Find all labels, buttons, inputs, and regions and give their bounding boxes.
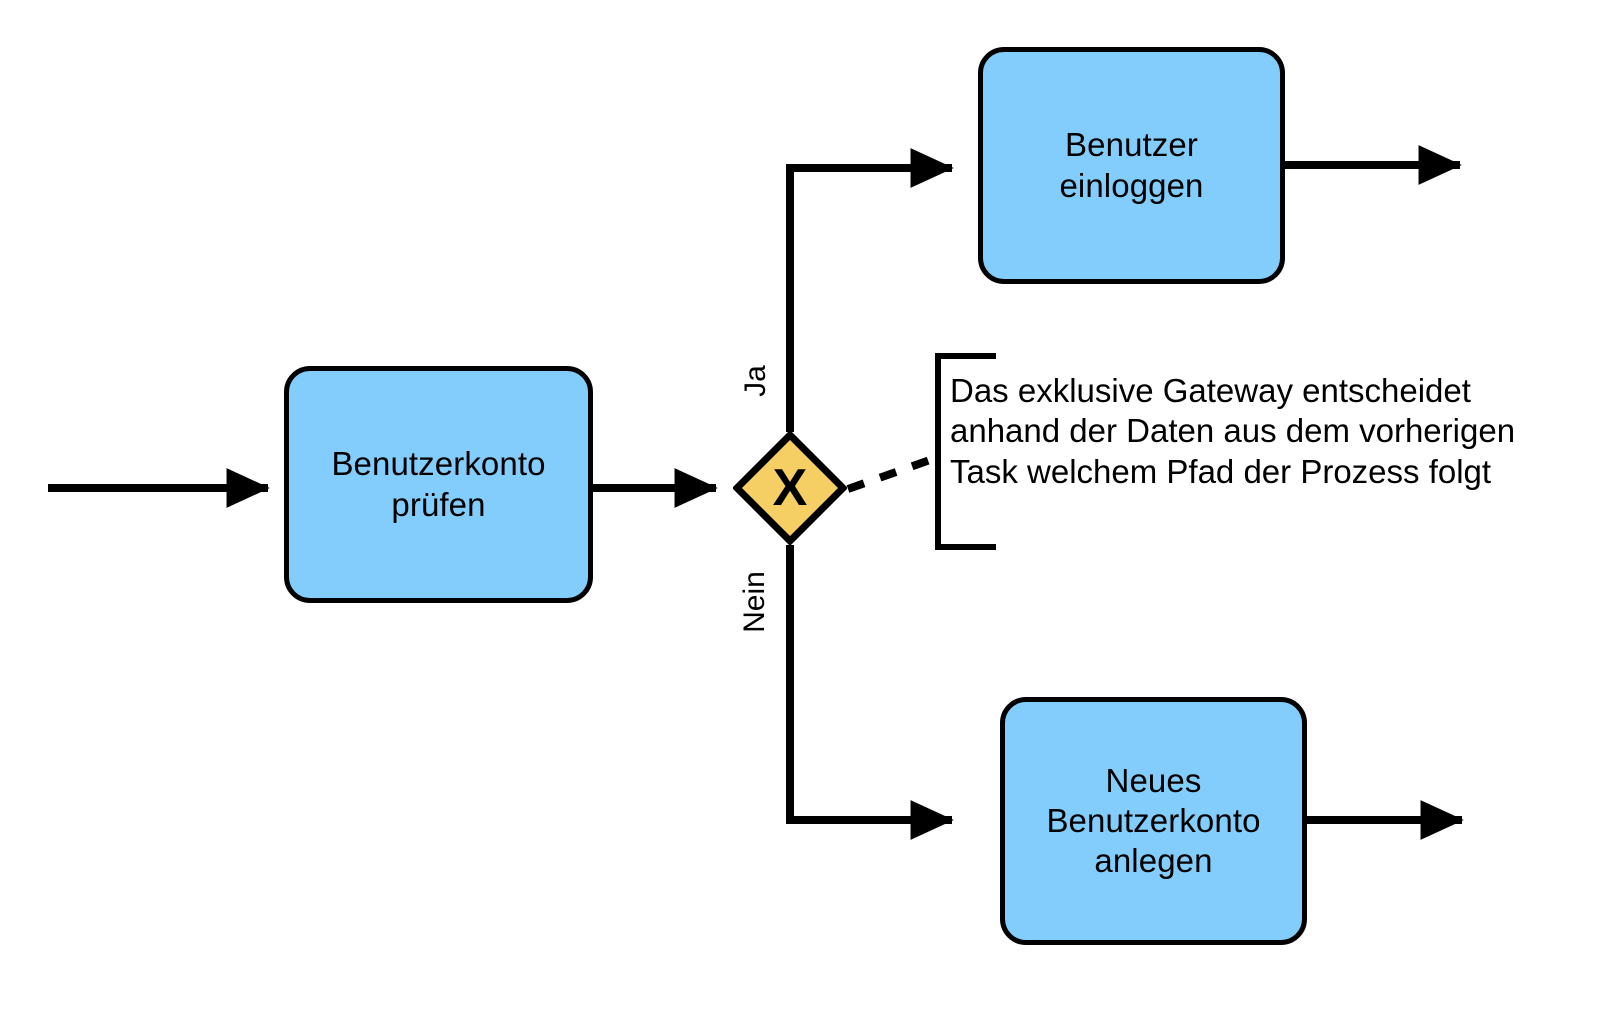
association-dashed-line	[846, 456, 932, 493]
annotation-bracket	[935, 353, 996, 550]
task-label: Neues Benutzerkonto anlegen	[1046, 761, 1261, 880]
text-annotation: Das exklusive Gateway entscheidet anhand…	[950, 372, 1516, 490]
task-label: Benutzerkonto prüfen	[331, 445, 546, 523]
exclusive-gateway[interactable]: X	[733, 431, 847, 545]
task-neues-benutzerkonto-anlegen[interactable]: Neues Benutzerkonto anlegen	[1000, 697, 1307, 945]
task-label: Benutzer einloggen	[1059, 126, 1204, 204]
sequence-flow-nein	[786, 545, 954, 840]
flow-label-ja: Ja	[739, 365, 772, 397]
gateway-diamond-shape	[733, 431, 847, 545]
task-benutzer-einloggen[interactable]: Benutzer einloggen	[978, 47, 1285, 284]
flow-label-nein: Nein	[738, 571, 771, 633]
task-benutzerkonto-pruefen[interactable]: Benutzerkonto prüfen	[284, 366, 593, 603]
sequence-flow-ja	[786, 148, 954, 432]
